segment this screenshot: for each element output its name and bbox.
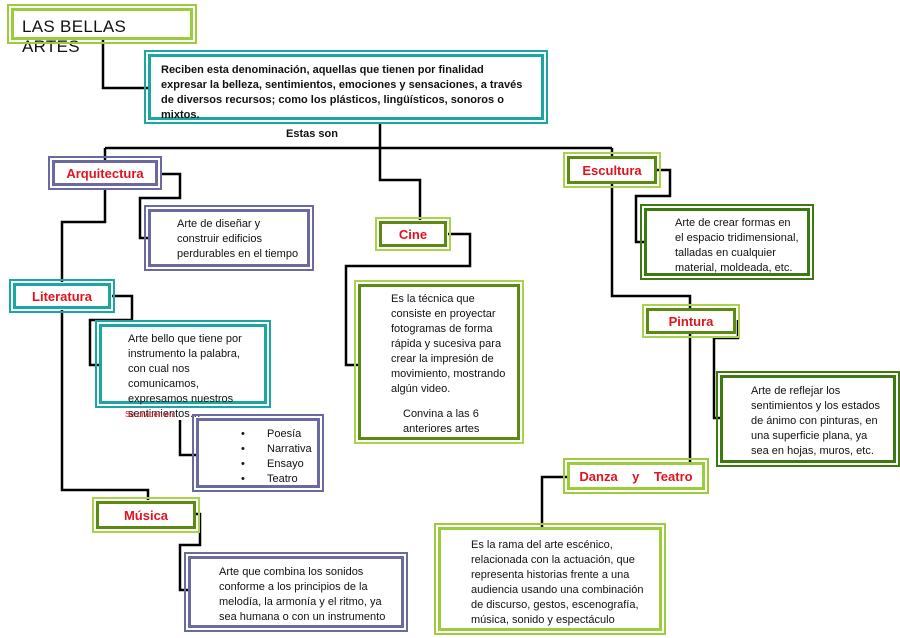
node-escultura: Escultura [563,152,661,188]
genres-list: •Poesía •Narrativa •Ensayo •Teatro [199,421,317,487]
divide-label: Se dividen en: [125,410,176,419]
desc-arquitectura: Arte de diseñar y construir edificios pe… [144,205,314,271]
cine-note: Convina a las 6 anteriores artes [403,408,480,435]
desc-cine: Es la técnica que consiste en proyectar … [354,280,524,444]
list-item: •Teatro [241,473,298,485]
list-item: •Poesía [241,428,302,440]
desc-pintura: Arte de reflejar los sentimientos y los … [716,371,900,467]
desc-literatura: Arte bello que tiene por instrumento la … [95,320,271,420]
node-literatura: Literatura [9,279,115,313]
cine-desc-text: Es la técnica que consiste en proyectar … [391,293,506,395]
node-cine: Cine [375,217,451,251]
connector-label: Estas son [286,128,338,140]
node-danza-teatro: Danza y Teatro [563,458,709,494]
genres-box: •Poesía •Narrativa •Ensayo •Teatro [192,414,324,492]
node-pintura: Pintura [642,304,740,338]
definition-box: Reciben esta denominación, aquellas que … [144,50,548,124]
node-musica: Música [92,497,200,533]
page-title: LAS BELLAS ARTES [7,4,197,56]
list-item: •Narrativa [241,443,312,455]
desc-musica: Arte que combina los sonidos conforme a … [184,552,408,632]
node-arquitectura: Arquitectura [48,156,162,190]
desc-escultura: Arte de crear formas en el espacio tridi… [640,204,814,280]
list-item: •Ensayo [241,458,304,470]
desc-danza-teatro: Es la rama del arte escénico, relacionad… [434,523,666,635]
